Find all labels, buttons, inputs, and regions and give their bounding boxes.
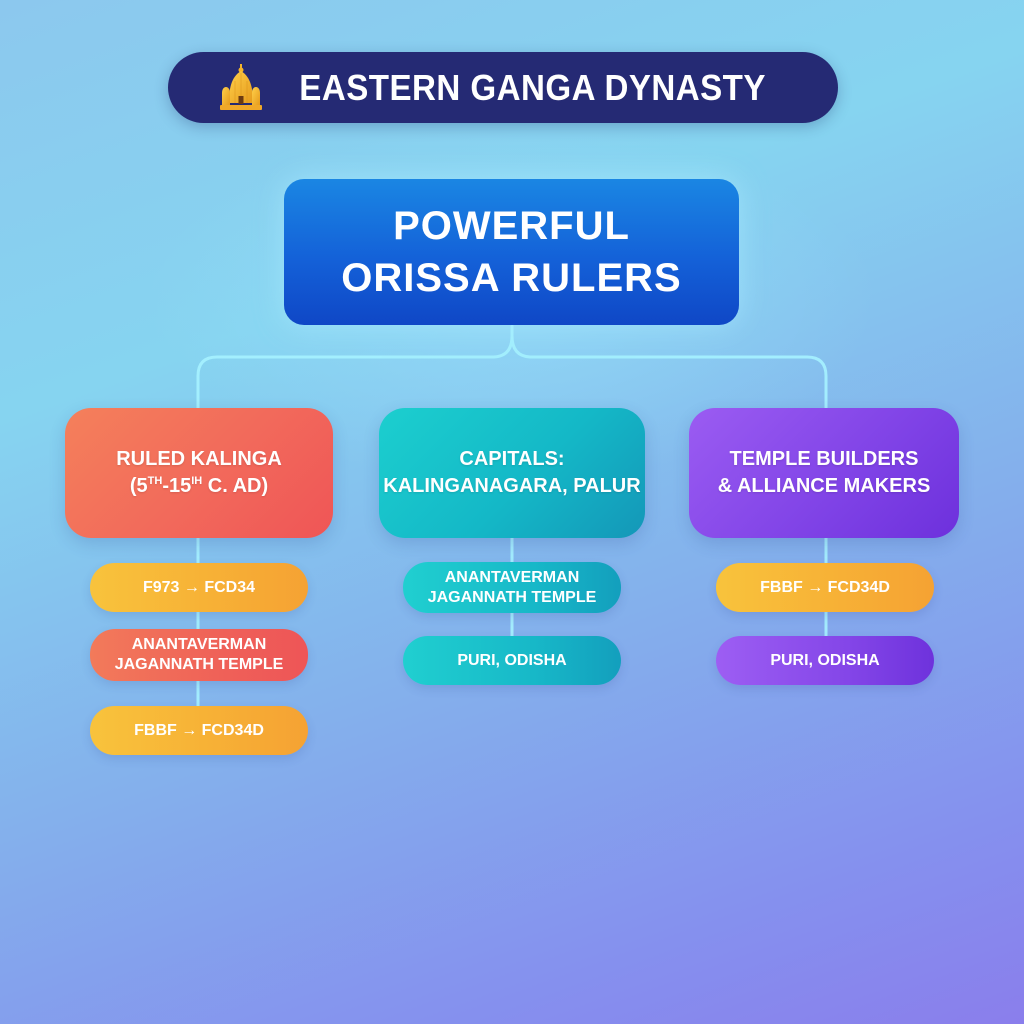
page-title: EASTERN GANGA DYNASTY [299,66,767,108]
leaf-node-label-line2: JAGANNATH TEMPLE [114,656,284,673]
branch-temple-builders: TEMPLE BUILDERS & ALLIANCE MAKERS [689,408,959,538]
leaf-node-label: PURI, ODISHA [457,651,567,669]
leaf-node-label-line1: ANANTAVERMAN [444,568,580,586]
branch-ruled-kalinga: RULED KALINGA (5TH-15IH C. AD) [65,408,333,538]
leaf-node: ANANTAVERMAN JAGANNATH TEMPLE [403,562,621,613]
leaf-node-label-line2: JAGANNATH TEMPLE [427,588,597,606]
root-node-line1: POWERFUL [393,204,630,248]
leaf-node-label-line1: ANANTAVERMAN [131,636,267,653]
branch-ruled-kalinga-line1: RULED KALINGA [116,448,282,470]
leaf-node-label: F973 → FCD34 [142,578,256,596]
leaf-node: ANANTAVERMAN JAGANNATH TEMPLE [90,629,308,681]
branch-temple-builders-line2: & ALLIANCE MAKERS [717,475,931,497]
title-banner: EASTERN GANGA DYNASTY [168,52,838,123]
leaf-node-label: PURI, ODISHA [770,651,880,669]
branch-capitals: CAPITALS: KALINGANAGARA, PALUR [379,408,645,538]
leaf-node: FBBF → FCD34D [716,563,934,612]
leaf-node-label: FBBF → FCD34D [760,578,890,596]
branch-temple-builders-line1: TEMPLE BUILDERS [729,448,919,470]
leaf-node: PURI, ODISHA [716,636,934,685]
temple-icon [220,63,263,110]
branch-capitals-line1: CAPITALS: [459,448,565,470]
leaf-node: F973 → FCD34 [90,563,308,612]
leaf-node-label: FBBF → FCD34D [134,721,264,739]
root-node-line2: ORISSA RULERS [341,256,682,300]
branch-ruled-kalinga-line2: (5TH-15IH C. AD) [129,475,269,497]
leaf-node: PURI, ODISHA [403,636,621,685]
leaf-node: FBBF → FCD34D [90,706,308,755]
branch-capitals-line2: KALINGANAGARA, PALUR [383,475,641,497]
root-node-powerful-orissa-rulers: POWERFUL ORISSA RULERS [284,179,739,325]
